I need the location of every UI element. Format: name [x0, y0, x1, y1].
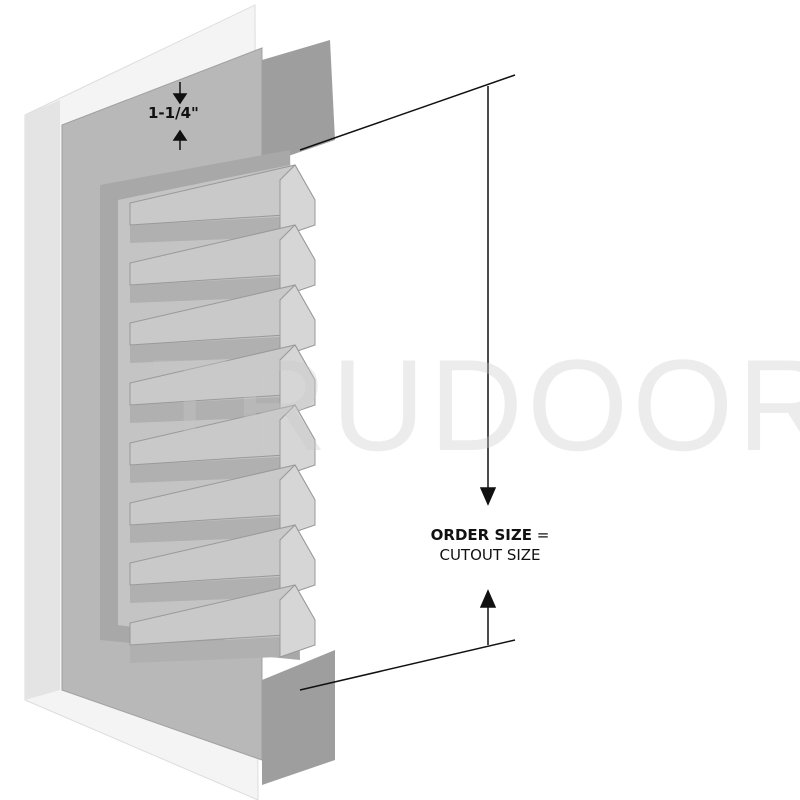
rear-sleeve-bottom	[262, 650, 335, 785]
watermark: TRUDOOR™	[150, 330, 800, 480]
louvers	[129, 164, 316, 663]
louver-slat	[129, 464, 316, 543]
louver-slat	[129, 284, 316, 363]
louver-slat	[129, 164, 316, 243]
rear-sleeve-top	[262, 40, 335, 165]
louver-slat	[129, 224, 316, 303]
equals-sign: =	[536, 526, 550, 544]
wall-edge	[25, 100, 60, 700]
louver-slat	[129, 584, 316, 663]
order-size-label: ORDER SIZE	[430, 526, 532, 544]
dimension-lines	[172, 74, 516, 691]
order-size-note: ORDER SIZE = CUTOUT SIZE	[410, 525, 570, 565]
cutout-size-label: CUTOUT SIZE	[439, 546, 541, 564]
louver-slat	[129, 404, 316, 483]
louver-slat	[129, 344, 316, 423]
watermark-text: TRUDOOR	[150, 332, 800, 478]
louver-slat	[129, 524, 316, 603]
depth-dimension-label: 1-1/4"	[148, 104, 199, 122]
